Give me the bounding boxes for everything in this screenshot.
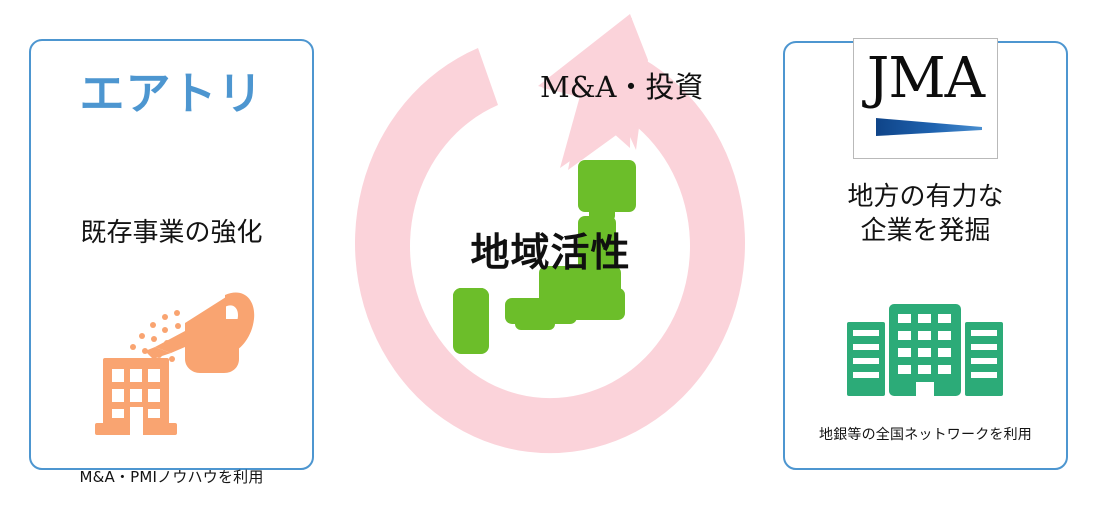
jma-logo-box: JMA xyxy=(853,38,998,159)
right-card-footnote: 地銀等の全国ネットワークを利用 xyxy=(819,427,1032,443)
jma-wedge-icon xyxy=(876,118,982,136)
jma-logo-text: JMA xyxy=(866,46,985,111)
flow-label: M&A・投資 xyxy=(540,70,704,104)
left-card-heading: 既存事業の強化 xyxy=(80,218,263,248)
right-card-heading: 地方の有力な 企業を発掘 xyxy=(783,180,1068,249)
office-buildings-icon xyxy=(847,304,1003,396)
airtrip-logo: エアトリ xyxy=(79,67,264,120)
center-label: 地域活性 xyxy=(470,231,631,276)
japan-map-icon xyxy=(453,160,636,354)
left-company-card: エアトリ 既存事業の強化 xyxy=(29,39,314,486)
watering-can-building-icon xyxy=(95,292,255,435)
left-card-footnote: M&A・PMIノウハウを利用 xyxy=(79,468,264,486)
cycle-arrow-graphic xyxy=(355,14,746,454)
right-card-heading-line2: 企業を発掘 xyxy=(860,216,991,247)
right-card-heading-line1: 地方の有力な xyxy=(847,182,1004,212)
